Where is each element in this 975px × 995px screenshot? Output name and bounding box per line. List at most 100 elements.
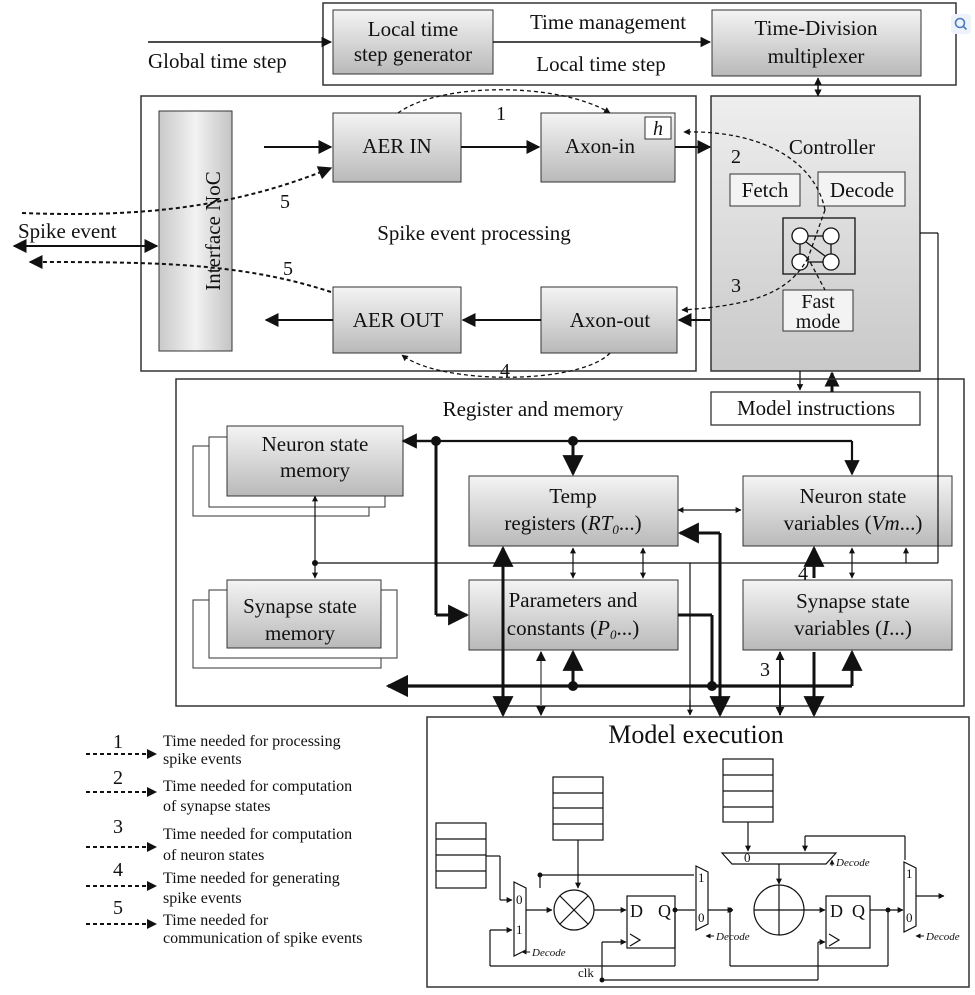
axon-out-box — [540, 286, 678, 354]
global-time-step-label: Global time step — [148, 49, 287, 73]
legend-item-4: 4 Time needed for generating spike event… — [86, 859, 340, 907]
mux2-zero: 0 — [698, 910, 705, 925]
model-execution-frame — [426, 716, 970, 988]
svg-text:spike events: spike events — [163, 890, 242, 907]
clk-label: clk — [578, 965, 594, 980]
mux1-zero: 0 — [516, 892, 523, 907]
svg-text:4: 4 — [113, 859, 123, 881]
register-memory-frame — [175, 378, 965, 707]
time-division-multiplexer — [711, 9, 922, 77]
legend-item-2: 2 Time needed for computation of synapse… — [86, 767, 352, 815]
d-flip-flop-1 — [626, 895, 676, 949]
interface-noc-label: Interface NoC — [201, 171, 225, 291]
aer-in-label: AER IN — [362, 134, 431, 158]
synapse-vars-line2: variables (I...) — [794, 616, 912, 640]
decode-label-1: Decode — [531, 947, 566, 959]
h-label: h — [653, 118, 663, 140]
svg-text:3: 3 — [113, 816, 123, 838]
mux3-one: 1 — [906, 866, 913, 881]
neuron-memory-line2: memory — [280, 458, 350, 482]
magnifier-icon — [954, 17, 968, 31]
image-search-icon[interactable] — [951, 14, 971, 34]
dff2-d: D — [830, 901, 843, 921]
decode-label-4: Decode — [925, 931, 960, 943]
fetch-box — [729, 173, 801, 207]
path-number-5a: 5 — [280, 191, 290, 213]
axon-out-label: Axon-out — [570, 308, 651, 332]
aer-out-box — [332, 286, 462, 354]
local-time-step-generator — [332, 9, 494, 75]
fast-mode-line2: mode — [796, 311, 841, 333]
svg-text:spike events: spike events — [163, 751, 242, 768]
spike-event-label: Spike event — [18, 219, 117, 243]
neuron-vars-line2: variables (Vm...) — [784, 511, 923, 535]
model-instructions-label: Model instructions — [737, 396, 895, 420]
multiplexer-line2: multiplexer — [768, 44, 865, 68]
neuron-memory-line1: Neuron state — [262, 432, 369, 456]
legend-item-3: 3 Time needed for computation of neuron … — [86, 816, 352, 864]
mux1-one: 1 — [516, 922, 523, 937]
path-numbers: 1 2 3 4 5 5 4 3 — [280, 103, 808, 681]
synapse-vars-line1: Synapse state — [796, 589, 910, 613]
spike-processing-frame — [140, 95, 697, 372]
fast-mode-line1: Fast — [801, 291, 835, 313]
time-management-label: Time management — [530, 10, 686, 34]
controller-group: Controller Fetch Decode Fast mode Model … — [681, 77, 921, 426]
axon-in-label: Axon-in — [565, 134, 635, 158]
temp-registers-line1: Temp — [549, 484, 597, 508]
local-time-step-label: Local time step — [536, 52, 665, 76]
decode-label: Decode — [830, 178, 894, 202]
svg-text:Time needed for computation: Time needed for computation — [163, 826, 352, 843]
neuron-state-memory — [226, 425, 404, 497]
spike-processing-label: Spike event processing — [377, 221, 571, 245]
svg-text:Time needed for: Time needed for — [163, 912, 269, 929]
d-flip-flop-2 — [825, 895, 871, 949]
synapse-state-memory — [226, 579, 382, 649]
dff2-q: Q — [852, 901, 865, 921]
svg-text:Time needed for processing: Time needed for processing — [163, 733, 341, 750]
path-number-2: 2 — [731, 146, 741, 168]
h-register — [644, 116, 672, 140]
fetch-label: Fetch — [742, 178, 789, 202]
decode-box — [817, 171, 906, 207]
mux3-zero: 0 — [906, 910, 913, 925]
model-instructions-box — [710, 391, 921, 426]
dff1-d: D — [630, 901, 643, 921]
time-management-group: Local time step generator Time-Division … — [148, 2, 957, 86]
neuron-state-variables — [742, 475, 953, 547]
synapse-memory-line2: memory — [265, 621, 335, 645]
legend: 1 Time needed for processing spike event… — [86, 731, 363, 947]
aer-out-label: AER OUT — [353, 308, 444, 332]
path-number-4b: 4 — [798, 563, 808, 585]
synapse-state-variables — [742, 579, 953, 651]
mux2-one: 1 — [698, 870, 705, 885]
decode-label-2: Decode — [715, 931, 750, 943]
legend-item-1: 1 Time needed for processing spike event… — [86, 731, 341, 768]
parameters-line1: Parameters and — [509, 588, 638, 612]
path-number-5b: 5 — [283, 258, 293, 280]
spike-processing-group: Interface NoC AER IN Axon-in h AER OUT A… — [12, 89, 712, 378]
multiplexer-line1: Time-Division — [755, 16, 878, 40]
svg-text:1: 1 — [113, 731, 123, 753]
dff1-q: Q — [658, 901, 671, 921]
temp-registers-line2: registers (RT0...) — [504, 511, 641, 537]
svg-text:Time needed for generating: Time needed for generating — [163, 870, 340, 887]
svg-text:communication of spike events: communication of spike events — [163, 930, 363, 947]
model-execution-group: Model execution — [426, 696, 970, 988]
path-number-3: 3 — [731, 275, 741, 297]
register-memory-group: Register and memory Neuron state memory … — [175, 232, 965, 716]
topmux-zero: 0 — [744, 850, 751, 865]
svg-text:2: 2 — [113, 767, 123, 789]
fast-mode-box — [782, 289, 854, 332]
legend-item-5: 5 Time needed for communication of spike… — [86, 897, 363, 947]
path-number-1: 1 — [496, 103, 506, 125]
interface-noc-box — [158, 110, 233, 352]
svg-text:Time needed for computation: Time needed for computation — [163, 778, 352, 795]
register-memory-label: Register and memory — [443, 397, 624, 421]
neuron-vars-line1: Neuron state — [800, 484, 907, 508]
svg-text:of neuron states: of neuron states — [163, 847, 264, 864]
generator-line1: Local time — [368, 17, 458, 41]
model-execution-label: Model execution — [608, 720, 783, 749]
synapse-memory-line1: Synapse state — [243, 594, 357, 618]
